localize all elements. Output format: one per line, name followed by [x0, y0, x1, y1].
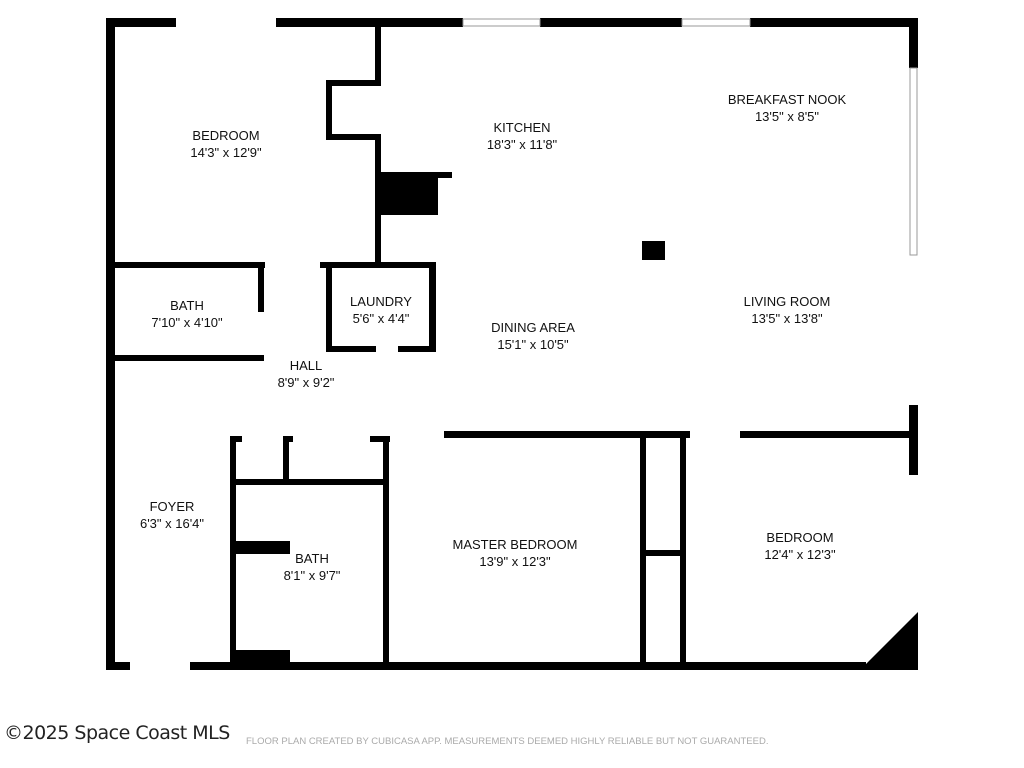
room-size: 7'10" x 4'10": [151, 315, 223, 330]
room-name: BATH: [295, 551, 329, 566]
room-name: BATH: [170, 298, 204, 313]
room-size: 5'6" x 4'4": [352, 311, 410, 326]
room-size: 8'9" x 9'2": [277, 375, 335, 390]
room-name: HALL: [289, 358, 323, 373]
room-living-room: LIVING ROOM 13'5" x 13'8": [744, 293, 831, 327]
room-bath-1: BATH 7'10" x 4'10": [151, 297, 222, 331]
room-hall: HALL 8'9" x 9'2": [278, 357, 335, 391]
room-size: 13'9" x 12'3": [479, 554, 551, 569]
room-kitchen: KITCHEN 18'3" x 11'8": [487, 119, 557, 153]
room-size: 6'3" x 16'4": [139, 516, 205, 531]
room-name: KITCHEN: [493, 120, 551, 135]
room-size: 13'5" x 13'8": [751, 311, 823, 326]
room-size: 13'5" x 8'5": [754, 109, 820, 124]
room-bedroom-2: BEDROOM 12'4" x 12'3": [764, 529, 835, 563]
room-name: BEDROOM: [766, 530, 834, 545]
room-name: LAUNDRY: [350, 294, 412, 309]
room-name: MASTER BEDROOM: [452, 537, 578, 552]
room-name: BREAKFAST NOOK: [727, 92, 847, 107]
room-breakfast-nook: BREAKFAST NOOK 13'5" x 8'5": [728, 91, 846, 125]
disclaimer: FLOOR PLAN CREATED BY CUBICASA APP. MEAS…: [246, 736, 769, 747]
room-bath-2: BATH 8'1" x 9'7": [284, 550, 341, 584]
copyright: ©2025 Space Coast MLS: [4, 722, 230, 744]
room-name: DINING AREA: [491, 320, 575, 335]
room-size: 12'4" x 12'3": [764, 547, 836, 562]
room-name: LIVING ROOM: [743, 294, 831, 309]
room-bedroom-1: BEDROOM 14'3" x 12'9": [190, 127, 261, 161]
room-master-bedroom: MASTER BEDROOM 13'9" x 12'3": [453, 536, 578, 570]
room-size: 18'3" x 11'8": [486, 137, 558, 152]
windows: [462, 18, 918, 256]
room-size: 15'1" x 10'5": [497, 337, 569, 352]
room-name: BEDROOM: [192, 128, 260, 143]
room-dining-area: DINING AREA 15'1" x 10'5": [491, 319, 575, 353]
room-size: 8'1" x 9'7": [283, 568, 341, 583]
room-name: FOYER: [149, 499, 195, 514]
room-size: 14'3" x 12'9": [190, 145, 262, 160]
walls: [106, 18, 918, 670]
room-foyer: FOYER 6'3" x 16'4": [140, 498, 204, 532]
room-laundry: LAUNDRY 5'6" x 4'4": [350, 293, 412, 327]
